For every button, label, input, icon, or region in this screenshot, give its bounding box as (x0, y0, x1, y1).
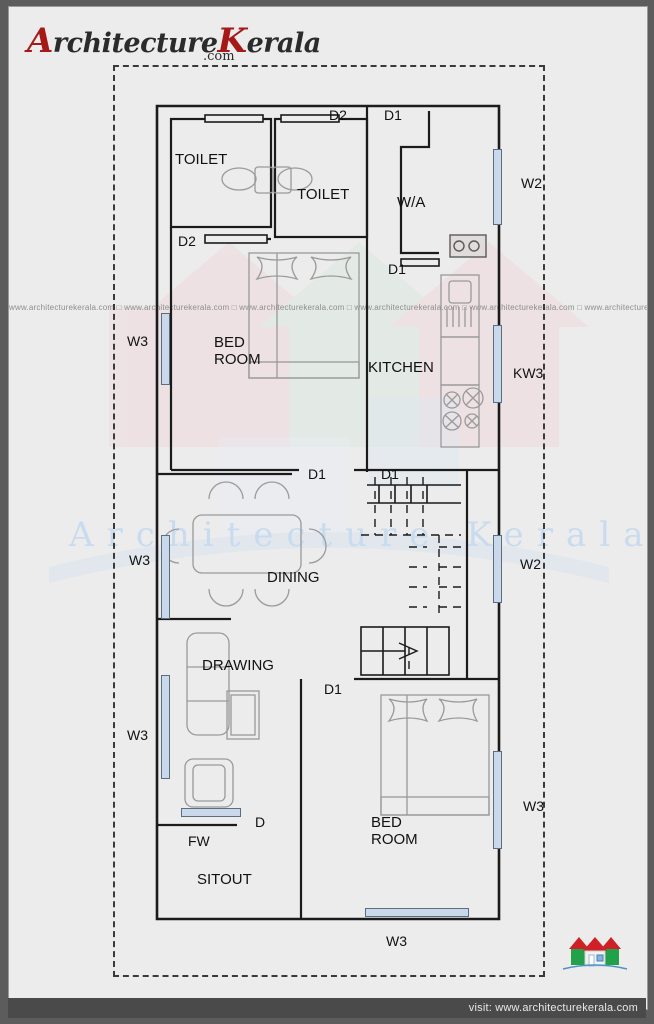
footer-bar: visit: www.architecturekerala.com (8, 998, 646, 1018)
window-kw3-right (493, 325, 502, 403)
door-label-d1-top: D1 (384, 107, 402, 123)
window-label-w3-bottom: W3 (386, 933, 407, 949)
window-w2-right2 (493, 535, 502, 603)
room-label-toilet-2: TOILET (297, 186, 350, 203)
door-label-d1-bed1: D1 (308, 466, 326, 482)
door-label-d2-top: D2 (329, 107, 347, 123)
door-label-d-sitout: D (255, 814, 266, 830)
room-label-kitchen: KITCHEN (368, 359, 434, 376)
room-label-sitout: SITOUT (197, 871, 252, 888)
window-label-w3-left1: W3 (127, 333, 148, 349)
window-w2-top (493, 149, 502, 225)
floor-plan-geometry (155, 104, 501, 921)
window-fw-sitout (181, 808, 241, 817)
window-w3-right3 (493, 751, 502, 849)
room-label-bedroom-1: BED ROOM (214, 334, 261, 368)
window-label-w3-left2: W3 (129, 552, 150, 568)
window-label-w2-top: W2 (521, 175, 542, 191)
room-label-dining: DINING (267, 569, 320, 586)
site-logo: ArchitectureKerala .com (27, 19, 327, 67)
drawing-sheet: www.architecturekerala.com □ www.archite… (8, 6, 648, 1010)
logo-text-erala: erala (246, 28, 322, 59)
logo-letter-a: A (27, 21, 53, 61)
window-w3-left1 (161, 313, 170, 385)
window-label-w3-left3: W3 (127, 727, 148, 743)
window-label-kw3: KW3 (513, 365, 544, 381)
room-label-toilet-1: TOILET (175, 151, 228, 168)
door-label-d2-bedroom: D2 (178, 233, 196, 249)
window-label-w2-right2: W2 (520, 556, 541, 572)
door-label-d1-kitchen: D1 (388, 261, 406, 277)
window-label-fw: FW (188, 833, 210, 849)
logo-dotcom: .com (203, 49, 235, 64)
room-label-work-area: W/A (397, 194, 426, 211)
room-label-bedroom-2: BED ROOM (371, 814, 418, 848)
footer-visit-text: visit: www.architecturekerala.com (468, 1002, 638, 1014)
plot-boundary (113, 65, 545, 977)
house-logo-icon (562, 937, 628, 970)
logo-letter-k: K (217, 21, 248, 61)
door-label-d1-dining: D1 (381, 466, 399, 482)
window-w3-left3 (161, 675, 170, 779)
window-w3-left2 (161, 535, 170, 619)
door-label-d1-bed2: D1 (324, 681, 342, 697)
room-label-drawing: DRAWING (202, 657, 274, 674)
logo-text-rchitecture: rchitecture (52, 28, 218, 59)
logo-wordmark: ArchitectureKerala (27, 21, 321, 61)
window-label-w3-right3: W3 (523, 798, 544, 814)
window-w3-bottom (365, 908, 469, 917)
